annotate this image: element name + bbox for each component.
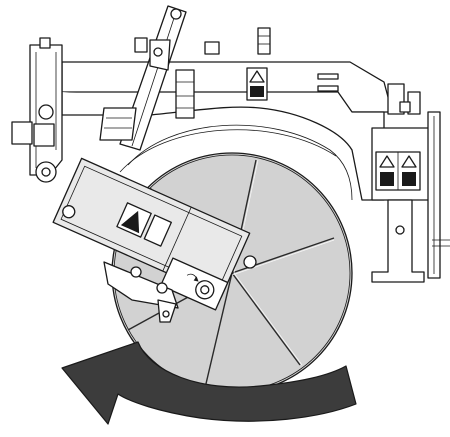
warning-triangle-icon (249, 70, 265, 83)
guard-inner-arc-2 (119, 129, 337, 173)
arm-top-pin (170, 8, 182, 20)
mount-bolt-1 (130, 266, 142, 278)
lower-bracket (103, 255, 257, 323)
guard-inner-arc (127, 124, 353, 201)
gear-box-pin (62, 205, 76, 219)
leg-pin (395, 225, 405, 235)
spring-housing (99, 107, 137, 141)
rotation-arrow-icon (61, 341, 357, 425)
book-symbol-icon (402, 172, 416, 186)
left-pivot (11, 104, 57, 183)
left-dial (38, 104, 54, 120)
vent-slot-2 (317, 85, 339, 92)
warning-triangle-icon (401, 155, 417, 168)
gear-box (52, 157, 251, 311)
right-support (371, 83, 450, 283)
warning-triangle-icon (379, 155, 395, 168)
left-knob (11, 121, 33, 145)
lift-arm (99, 5, 195, 151)
top-right-post (257, 27, 271, 55)
right-bolt (399, 101, 411, 113)
gear-box-label (143, 214, 172, 247)
hydraulic-cylinder (175, 69, 195, 119)
mount-bolt-2 (156, 282, 168, 294)
book-symbol-icon (250, 86, 264, 97)
warning-triangle-icon (116, 202, 152, 238)
vent-slot-1 (317, 73, 339, 80)
support-leg (371, 199, 425, 283)
right-hub-bolt (243, 255, 257, 269)
top-left-bolt (39, 37, 51, 49)
top-mid-bolt (204, 41, 220, 55)
rotation-direction-arrow (61, 341, 357, 425)
book-symbol-icon (380, 172, 394, 186)
left-knob-2 (33, 123, 55, 147)
top-center-bolt (134, 37, 148, 53)
gear-box-inner (60, 165, 243, 290)
